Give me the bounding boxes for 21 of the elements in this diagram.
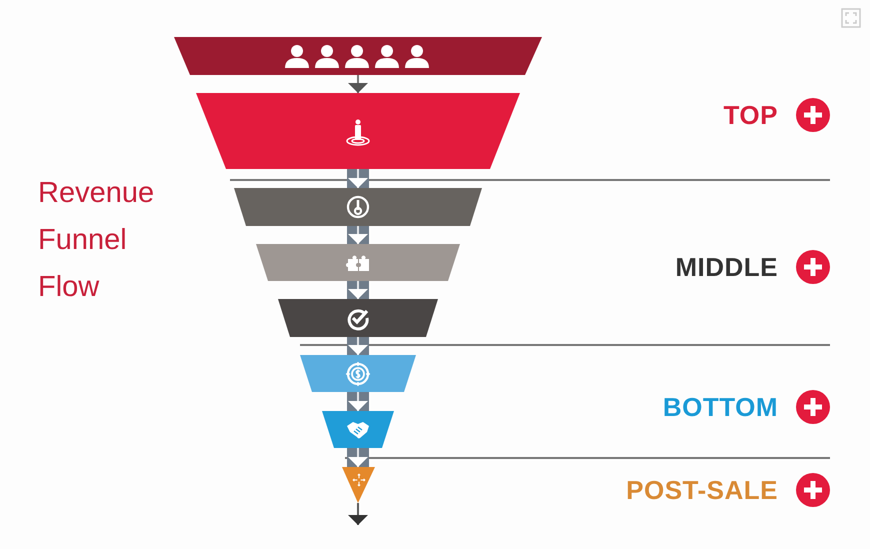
funnel-band [174, 37, 542, 75]
chevron-arrow [348, 226, 368, 244]
funnel-band [196, 93, 520, 169]
stage-label: BOTTOM [662, 392, 778, 423]
chevron-arrow [348, 448, 368, 467]
chevron-arrow [348, 169, 368, 188]
funnel-band [322, 411, 394, 448]
funnel-tip [342, 467, 375, 503]
chevron-arrow [348, 503, 368, 525]
diagram-title: Revenue Funnel Flow [38, 176, 156, 305]
stage-label: TOP [724, 100, 778, 131]
stage-label: POST-SALE [626, 475, 778, 506]
chevron-arrow [348, 281, 368, 299]
funnel-band [234, 188, 482, 226]
funnel-band [300, 355, 416, 392]
chevron-arrow [348, 75, 368, 93]
stage-label: MIDDLE [675, 252, 778, 283]
chevron-arrow [348, 337, 368, 355]
funnel-band [256, 244, 460, 281]
funnel-band [278, 299, 438, 337]
chevron-arrow [348, 392, 368, 411]
